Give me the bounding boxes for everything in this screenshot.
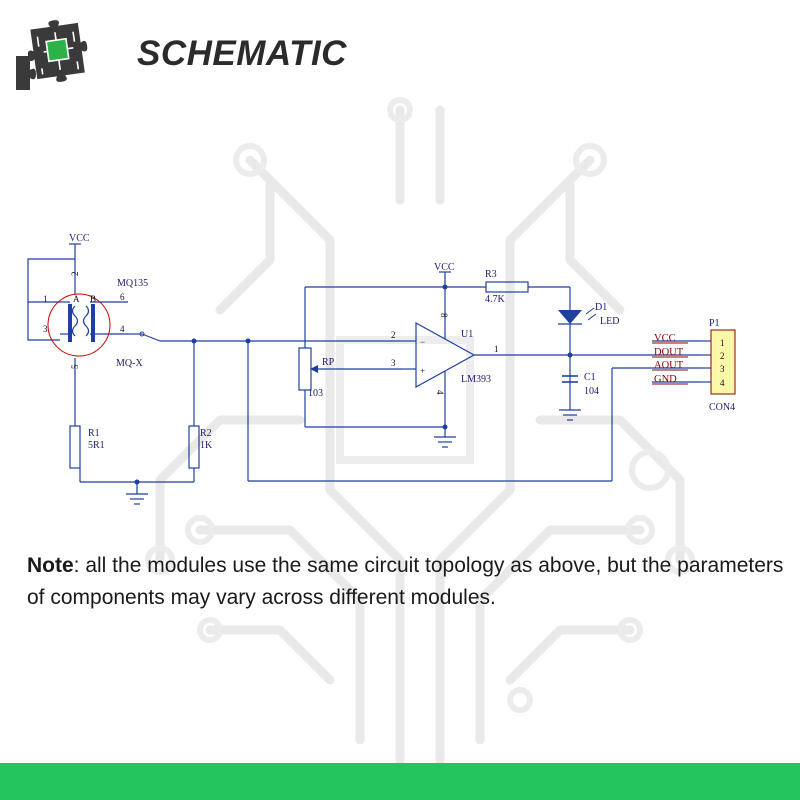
rp-value-label: 103 [308, 388, 323, 399]
p1-signal-gnd: GND [654, 374, 677, 385]
r2-ref-label: R2 [200, 428, 212, 439]
connector-p1 [710, 329, 736, 395]
note-label: Note [27, 554, 74, 577]
schematic-diagram: VCC MQ135 MQ-X A B 1 2 3 4 5 6 R1 5R1 R2… [27, 233, 736, 505]
sensor-vcc-label: VCC [69, 233, 90, 244]
u1-pin-gnd-label: 4 [435, 390, 445, 395]
p1-signal-aout: AOUT [654, 360, 684, 371]
sensor-pin2-label: 2 [70, 272, 80, 277]
u1-pin-out-label: 1 [494, 344, 499, 354]
d1-ref-label: D1 [595, 302, 607, 313]
ground-symbol-u1 [434, 436, 456, 448]
sensor-pin-a-label: A [73, 294, 80, 304]
note-text: : all the modules use the same circuit t… [27, 554, 784, 609]
resistor-r1 [69, 425, 81, 469]
c1-value-label: 104 [584, 386, 599, 397]
potentiometer-wiper-arrow [310, 365, 318, 373]
rp-ref-label: RP [322, 357, 335, 368]
page-title: SCHEMATIC [137, 34, 347, 73]
sensor-pin1-label: 1 [43, 294, 48, 304]
led-d1 [558, 310, 582, 324]
r2-value-label: 1K [200, 440, 213, 451]
sensor-pin4-label: 4 [120, 324, 125, 334]
wire-sensor-loop [27, 258, 75, 341]
p1-pin1-label: 1 [720, 338, 725, 348]
c1-ref-label: C1 [584, 372, 596, 383]
ground-symbol-c1 [559, 409, 581, 421]
sensor-pin6-label: 6 [120, 292, 125, 302]
sensor-electrode-b [91, 304, 95, 342]
r1-value-label: 5R1 [88, 440, 105, 451]
u1-part-label: LM393 [461, 374, 491, 385]
ground-symbol-sensor [126, 493, 148, 505]
sensor-pin5-label: 5 [70, 364, 80, 369]
d1-value-label: LED [600, 316, 619, 327]
circuit-puzzle-icon [16, 20, 88, 90]
r1-ref-label: R1 [88, 428, 100, 439]
p1-part-label: CON4 [709, 402, 735, 413]
u1-pin-noninv-label: 3 [391, 358, 396, 368]
r3-ref-label: R3 [485, 269, 497, 280]
u1-minus-sign: − [420, 337, 425, 347]
sensor-variant-label: MQ-X [116, 358, 143, 369]
u1-pin-vcc-label: 8 [439, 313, 449, 318]
u1-ref-label: U1 [461, 329, 473, 340]
r3-value-label: 4.7K [485, 294, 506, 305]
u1-pin-inv-label: 2 [391, 330, 396, 340]
resistor-r3 [485, 281, 529, 293]
p1-pin3-label: 3 [720, 364, 725, 374]
p1-ref-label: P1 [709, 318, 720, 329]
sensor-model-label: MQ135 [117, 278, 148, 289]
p1-signal-vcc: VCC [654, 333, 676, 344]
u1-vcc-label: VCC [434, 262, 455, 273]
sensor-pin-b-label: B [90, 294, 96, 304]
u1-plus-sign: + [420, 366, 425, 376]
potentiometer-rp [298, 347, 312, 391]
bottom-accent-bar [0, 763, 800, 800]
resistor-r2 [188, 425, 200, 469]
p1-pin2-label: 2 [720, 351, 725, 361]
p1-pin4-label: 4 [720, 378, 725, 388]
note-paragraph: Note: all the modules use the same circu… [27, 550, 787, 614]
sensor-pin3-label: 3 [43, 324, 48, 334]
p1-signal-dout: DOUT [654, 347, 684, 358]
sensor-mq135-body [47, 293, 111, 357]
sensor-electrode-a [68, 304, 72, 342]
